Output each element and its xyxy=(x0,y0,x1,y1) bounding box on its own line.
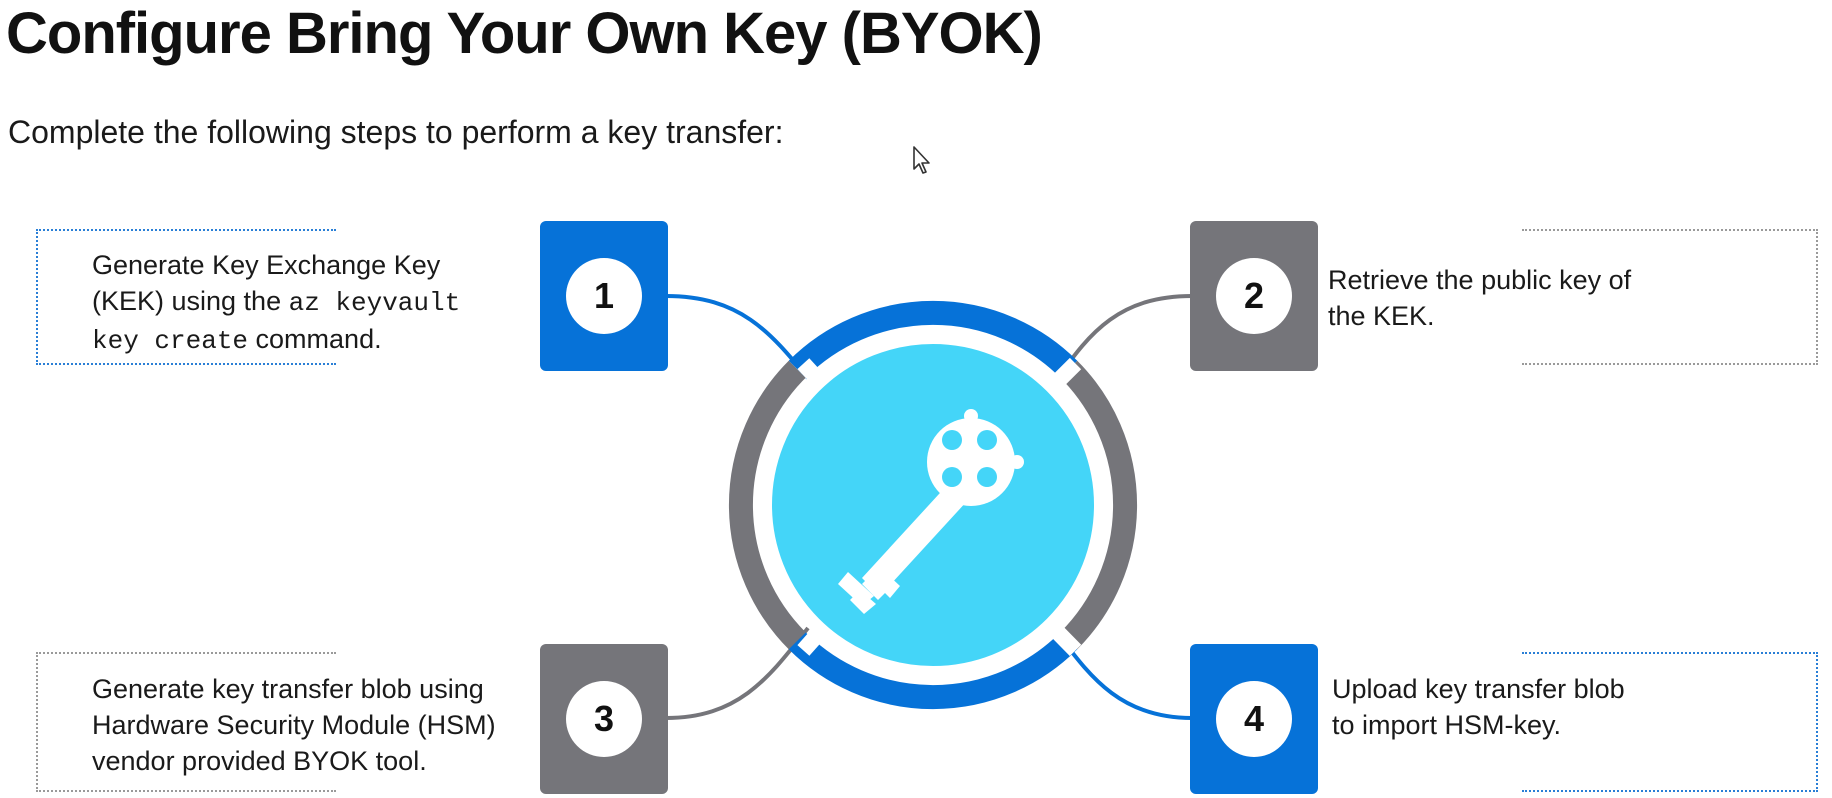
ring-arc-left xyxy=(729,360,806,650)
step-1-badge: 1 xyxy=(540,221,668,371)
step-2-badge: 2 xyxy=(1190,221,1318,371)
step-2-line-2: the KEK. xyxy=(1328,301,1435,331)
step-2-number: 2 xyxy=(1216,258,1292,334)
step-3-line-1: Generate key transfer blob using xyxy=(92,674,484,704)
step-1-line-2: (KEK) using the az keyvault xyxy=(92,286,461,318)
ring-arc-right xyxy=(1060,360,1137,650)
step-1-number: 1 xyxy=(566,258,642,334)
step-4-badge: 4 xyxy=(1190,644,1318,794)
step-4-line-1: Upload key transfer blob xyxy=(1332,674,1625,704)
ring-arc-bottom xyxy=(788,632,1078,709)
step-4-number: 4 xyxy=(1216,681,1292,757)
step-2-line-1: Retrieve the public key of xyxy=(1328,265,1632,295)
ring-arc-top xyxy=(788,301,1078,378)
step-1-line-1: Generate Key Exchange Key xyxy=(92,250,441,280)
mouse-cursor-icon xyxy=(913,146,930,174)
key-icon xyxy=(838,409,1024,614)
step-4-text: Upload key transfer blob to import HSM-k… xyxy=(1332,671,1712,743)
step-3-text: Generate key transfer blob using Hardwar… xyxy=(92,671,572,779)
step-2-callout: Retrieve the public key of the KEK. xyxy=(1328,229,1818,365)
step-1-line-3: key create command. xyxy=(92,324,382,356)
step-3-callout: Generate key transfer blob using Hardwar… xyxy=(36,652,496,792)
step-2-text: Retrieve the public key of the KEK. xyxy=(1328,262,1708,334)
step-3-badge: 3 xyxy=(540,644,668,794)
step-1-callout: Generate Key Exchange Key (KEK) using th… xyxy=(36,229,460,365)
step-1-text: Generate Key Exchange Key (KEK) using th… xyxy=(92,247,512,359)
step-3-line-3: vendor provided BYOK tool. xyxy=(92,746,427,776)
step-4-line-2: to import HSM-key. xyxy=(1332,710,1562,740)
page-title: Configure Bring Your Own Key (BYOK) xyxy=(6,1,1043,66)
page-subtitle: Complete the following steps to perform … xyxy=(8,114,784,150)
step-3-line-2: Hardware Security Module (HSM) xyxy=(92,710,496,740)
step-4-callout: Upload key transfer blob to import HSM-k… xyxy=(1332,652,1818,792)
step-3-number: 3 xyxy=(566,681,642,757)
